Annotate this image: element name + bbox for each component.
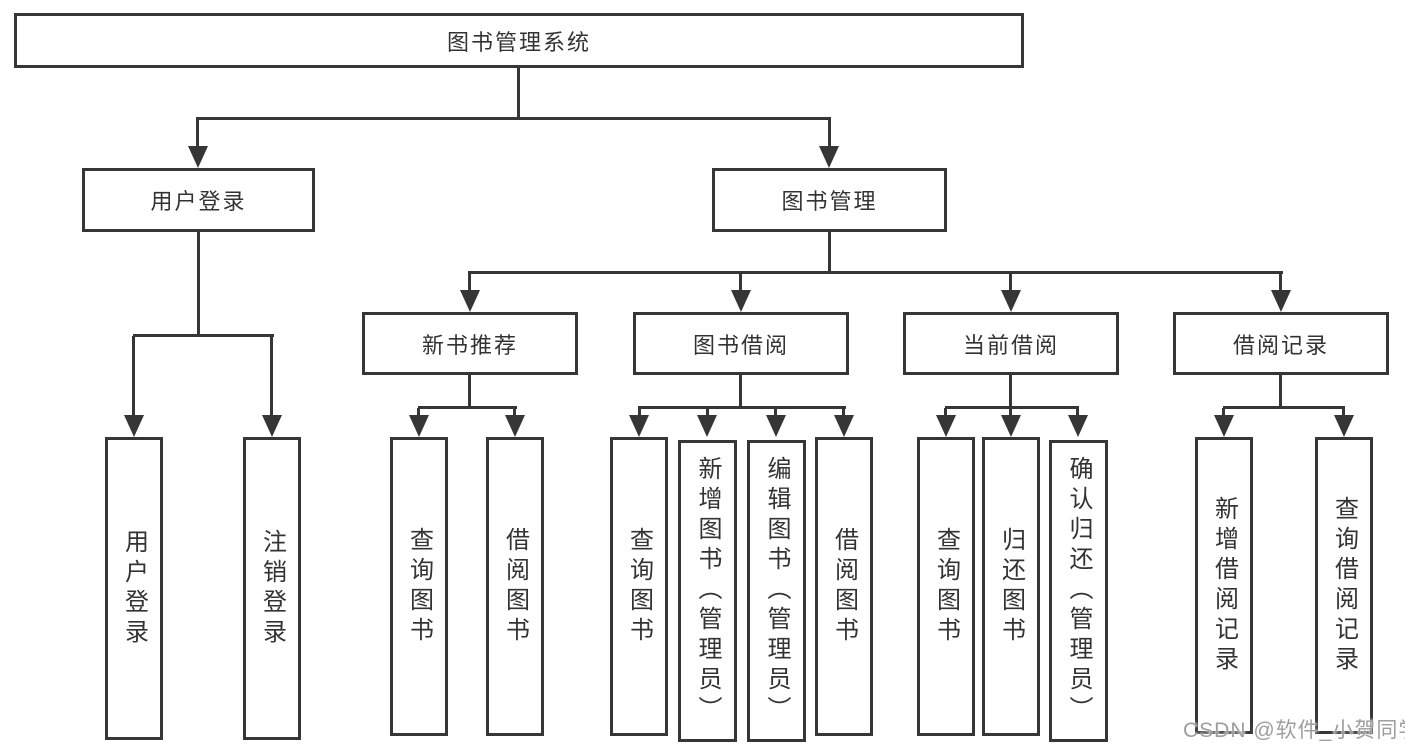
connector-line (1009, 408, 1012, 417)
connector-arrowhead (819, 146, 839, 168)
connector-line (1222, 408, 1225, 417)
connector-arrowhead (834, 415, 854, 437)
leaf-recommend-query-books: 查询图书 (390, 437, 448, 736)
connector-line (1279, 375, 1282, 409)
connector-arrowhead (629, 415, 649, 437)
connector-line (468, 273, 471, 292)
connector-line (1009, 273, 1012, 292)
connector-arrowhead (1068, 415, 1088, 437)
node-label: 用户登录 (120, 528, 148, 649)
node-label: 新书推荐 (421, 332, 518, 358)
node-label: 确认归还（管理员） (1065, 456, 1092, 726)
connector-line (417, 408, 420, 417)
node-label: 新增图书（管理员） (694, 456, 721, 726)
connector-line (842, 408, 845, 417)
connector-arrowhead (697, 415, 717, 437)
connector-line (513, 408, 516, 417)
leaf-records-add-record: 新增借阅记录 (1195, 437, 1253, 734)
connector-line (739, 375, 742, 409)
node-label: 编辑图书（管理员） (763, 456, 790, 726)
connector-arrowhead (1001, 415, 1021, 437)
connector-line (132, 336, 135, 417)
node-label: 借阅图书 (830, 526, 858, 647)
connector-line (774, 408, 777, 417)
connector-line (1009, 375, 1012, 409)
connector-line (945, 406, 1079, 409)
connector-line (1342, 408, 1345, 417)
node-label: 借阅记录 (1232, 332, 1329, 358)
node-label: 借阅图书 (501, 526, 529, 647)
connector-line (468, 271, 1283, 274)
leaf-records-query-record: 查询借阅记录 (1315, 437, 1373, 734)
node-label: 用户登录 (150, 189, 247, 214)
connector-arrowhead (766, 415, 786, 437)
leaf-borrowing-query-books: 查询图书 (610, 437, 668, 736)
connector-arrowhead (1334, 415, 1354, 437)
connector-line (944, 408, 947, 417)
connector-line (638, 408, 641, 417)
csdn-watermark: CSDN @软件_小贺同学 (1183, 719, 1405, 742)
node-label: 归还图书 (997, 526, 1025, 647)
leaf-logout: 注销登录 (243, 437, 301, 740)
connector-line (270, 336, 273, 417)
connector-arrowhead (262, 415, 282, 437)
leaf-borrowing-edit-books-admin: 编辑图书（管理员） (747, 440, 806, 742)
node-label: 查询图书 (405, 526, 433, 647)
connector-arrowhead (1214, 415, 1234, 437)
connector-line (638, 406, 846, 409)
connector-line (468, 375, 471, 409)
connector-arrowhead (1271, 290, 1291, 312)
connector-line (517, 68, 520, 120)
node-label: 查询图书 (932, 526, 960, 647)
connector-arrowhead (1001, 290, 1021, 312)
connector-arrowhead (188, 146, 208, 168)
connector-line (828, 119, 831, 148)
leaf-recommend-borrow-books: 借阅图书 (486, 437, 544, 736)
node-new-book-recommend: 新书推荐 (362, 312, 578, 375)
leaf-current-return-books: 归还图书 (982, 437, 1040, 736)
node-borrowing-records: 借阅记录 (1173, 312, 1389, 375)
node-root: 图书管理系统 (14, 13, 1024, 68)
connector-line (706, 408, 709, 417)
connector-line (196, 119, 199, 148)
connector-arrowhead (124, 415, 144, 437)
node-current-borrowing: 当前借阅 (903, 312, 1119, 375)
connector-arrowhead (731, 290, 751, 312)
leaf-user-login: 用户登录 (105, 437, 163, 740)
node-user-login: 用户登录 (82, 168, 315, 232)
connector-arrowhead (409, 415, 429, 437)
leaf-current-query-books: 查询图书 (917, 437, 975, 736)
connector-arrowhead (936, 415, 956, 437)
connector-line (1223, 406, 1345, 409)
connector-line (1076, 408, 1079, 417)
connector-line (418, 406, 517, 409)
connector-line (133, 334, 274, 337)
node-label: 查询借阅记录 (1330, 495, 1358, 676)
leaf-current-confirm-return-admin: 确认归还（管理员） (1049, 440, 1108, 742)
node-book-management: 图书管理 (712, 168, 947, 232)
node-label: 图书借阅 (692, 332, 789, 358)
node-book-borrowing: 图书借阅 (633, 312, 849, 375)
node-label: 当前借阅 (962, 332, 1059, 358)
leaf-borrowing-add-books-admin: 新增图书（管理员） (678, 440, 737, 742)
connector-line (196, 117, 831, 120)
connector-line (197, 232, 200, 336)
node-label: 注销登录 (258, 528, 286, 649)
node-label: 图书管理系统 (446, 29, 591, 55)
leaf-borrowing-borrow-books: 借阅图书 (815, 437, 873, 736)
connector-arrowhead (460, 290, 480, 312)
connector-line (1279, 273, 1282, 292)
node-label: 查询图书 (625, 526, 653, 647)
connector-arrowhead (505, 415, 525, 437)
connector-line (739, 273, 742, 292)
node-label: 图书管理 (781, 189, 878, 214)
connector-line (828, 232, 831, 274)
node-label: 新增借阅记录 (1210, 495, 1238, 676)
